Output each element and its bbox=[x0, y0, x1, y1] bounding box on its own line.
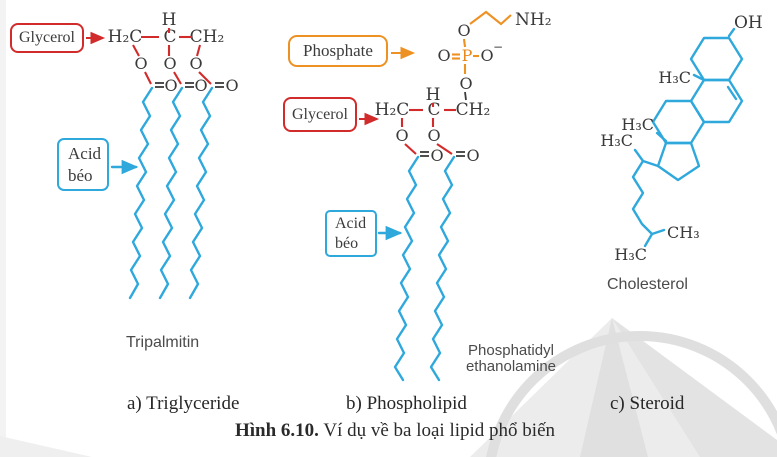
tail-ch3-bond bbox=[650, 228, 666, 236]
atom-ch3: CH₃ bbox=[667, 223, 700, 242]
fatty-acid-label-line1: Acid bbox=[335, 214, 367, 232]
atom-o: O bbox=[437, 46, 450, 65]
phosphate-label: Phosphate bbox=[303, 41, 373, 60]
atom-o-carbonyl: O bbox=[225, 76, 238, 95]
glycerol-label: Glycerol bbox=[19, 29, 75, 46]
atom-h2c: H₂C bbox=[375, 100, 410, 120]
atom-h2c: H₂C bbox=[108, 27, 143, 47]
atom-o: O bbox=[134, 54, 147, 73]
atom-c: C bbox=[163, 27, 176, 47]
atom-o: O bbox=[189, 54, 202, 73]
fatty-acid-chain bbox=[393, 155, 420, 382]
atom-o: O bbox=[457, 21, 470, 40]
figure-caption: Hình 6.10. Ví dụ về ba loại lipid phổ bi… bbox=[140, 420, 650, 442]
phosphate-callout: Phosphate bbox=[288, 35, 388, 67]
scan-edge-strip bbox=[0, 0, 6, 457]
molecule-name-cholesterol: Cholesterol bbox=[607, 276, 688, 293]
atom-oh: OH bbox=[734, 13, 763, 33]
molecule-name-line2: ethanolamine bbox=[465, 358, 557, 375]
cholesterol-tail bbox=[631, 159, 654, 236]
watermark-mountain-shadow bbox=[580, 318, 648, 457]
panel-caption-a: a) Triglyceride bbox=[127, 393, 240, 414]
tail-h3c-bond bbox=[643, 232, 654, 248]
glycerol-callout-b: Glycerol bbox=[283, 97, 357, 132]
atom-h3c: H₃C bbox=[600, 131, 633, 150]
molecule-name-phosphatidyl-ethanolamine: Phosphatidyl ethanolamine bbox=[452, 343, 570, 375]
ethanolamine-chain bbox=[469, 10, 512, 26]
atom-h3c: H₃C bbox=[658, 68, 691, 87]
atom-p: P bbox=[462, 46, 473, 65]
fatty-acid-chain bbox=[158, 86, 184, 300]
atom-h3c: H₃C bbox=[614, 245, 647, 264]
watermark-mountain-facet bbox=[612, 318, 777, 457]
double-bond bbox=[726, 85, 738, 101]
molecule-name-tripalmitin: Tripalmitin bbox=[126, 334, 200, 351]
atom-h3c: H₃C bbox=[621, 115, 654, 134]
atom-c: C bbox=[427, 100, 440, 120]
fatty-acid-label-line2: béo bbox=[68, 165, 93, 185]
ester-bonds bbox=[404, 143, 465, 157]
fatty-acid-chain bbox=[128, 86, 154, 300]
phosphate-bonds bbox=[452, 38, 479, 74]
glycerol-label: Glycerol bbox=[292, 105, 348, 123]
atom-ch2: CH₂ bbox=[456, 100, 491, 120]
atom-h: H bbox=[426, 85, 441, 105]
fatty-acid-label-line1: Acid bbox=[68, 144, 102, 164]
glycerol-callout-a: Glycerol bbox=[10, 23, 84, 53]
panel-caption-b: b) Phospholipid bbox=[346, 393, 467, 414]
glycerol-bonds bbox=[400, 103, 456, 127]
steroid-rings bbox=[651, 36, 744, 182]
o-ch2-bond bbox=[464, 91, 467, 101]
phospholipid-structure: NH₂ O O P O − O H₂C C H CH₂ bbox=[359, 10, 552, 382]
charge-minus: − bbox=[493, 40, 503, 54]
fatty-acid-label-line2: béo bbox=[335, 234, 359, 252]
atom-h: H bbox=[162, 10, 177, 30]
cholesterol-structure: OH H₃C H₃C H₃C CH₃ H₃C bbox=[600, 13, 762, 264]
molecule-name-line1: Phosphatidyl bbox=[468, 342, 554, 359]
ester-bonds bbox=[144, 71, 224, 88]
atom-o: O bbox=[480, 46, 493, 65]
figure-caption-text: Ví dụ về ba loại lipid phổ biến bbox=[318, 420, 555, 441]
atom-ch2: CH₂ bbox=[190, 27, 225, 47]
atom-o: O bbox=[163, 54, 176, 73]
figure-caption-number: Hình 6.10. bbox=[234, 420, 319, 441]
fatty-acid-chain bbox=[429, 155, 456, 382]
atom-o-carbonyl: O bbox=[430, 146, 443, 165]
watermark-corner-wedge bbox=[0, 436, 92, 457]
panel-caption-c: c) Steroid bbox=[610, 393, 685, 414]
atom-o-carbonyl: O bbox=[194, 76, 207, 95]
atom-o: O bbox=[459, 74, 472, 93]
atom-o: O bbox=[395, 126, 408, 145]
atom-o-carbonyl: O bbox=[164, 76, 177, 95]
glycerol-bonds bbox=[132, 28, 202, 57]
watermark-orbit-arc bbox=[486, 331, 777, 457]
fatty-acid-chain bbox=[188, 86, 214, 300]
atom-nh2: NH₂ bbox=[515, 10, 552, 30]
triglyceride-structure: H₂C C H CH₂ O O O bbox=[86, 10, 239, 300]
substituent-bonds bbox=[633, 27, 736, 168]
fatty-acid-callout-a: Acid béo bbox=[57, 138, 109, 191]
fatty-acid-callout-b: Acid béo bbox=[325, 210, 377, 257]
atom-o-carbonyl: O bbox=[466, 146, 479, 165]
atom-o: O bbox=[427, 126, 440, 145]
